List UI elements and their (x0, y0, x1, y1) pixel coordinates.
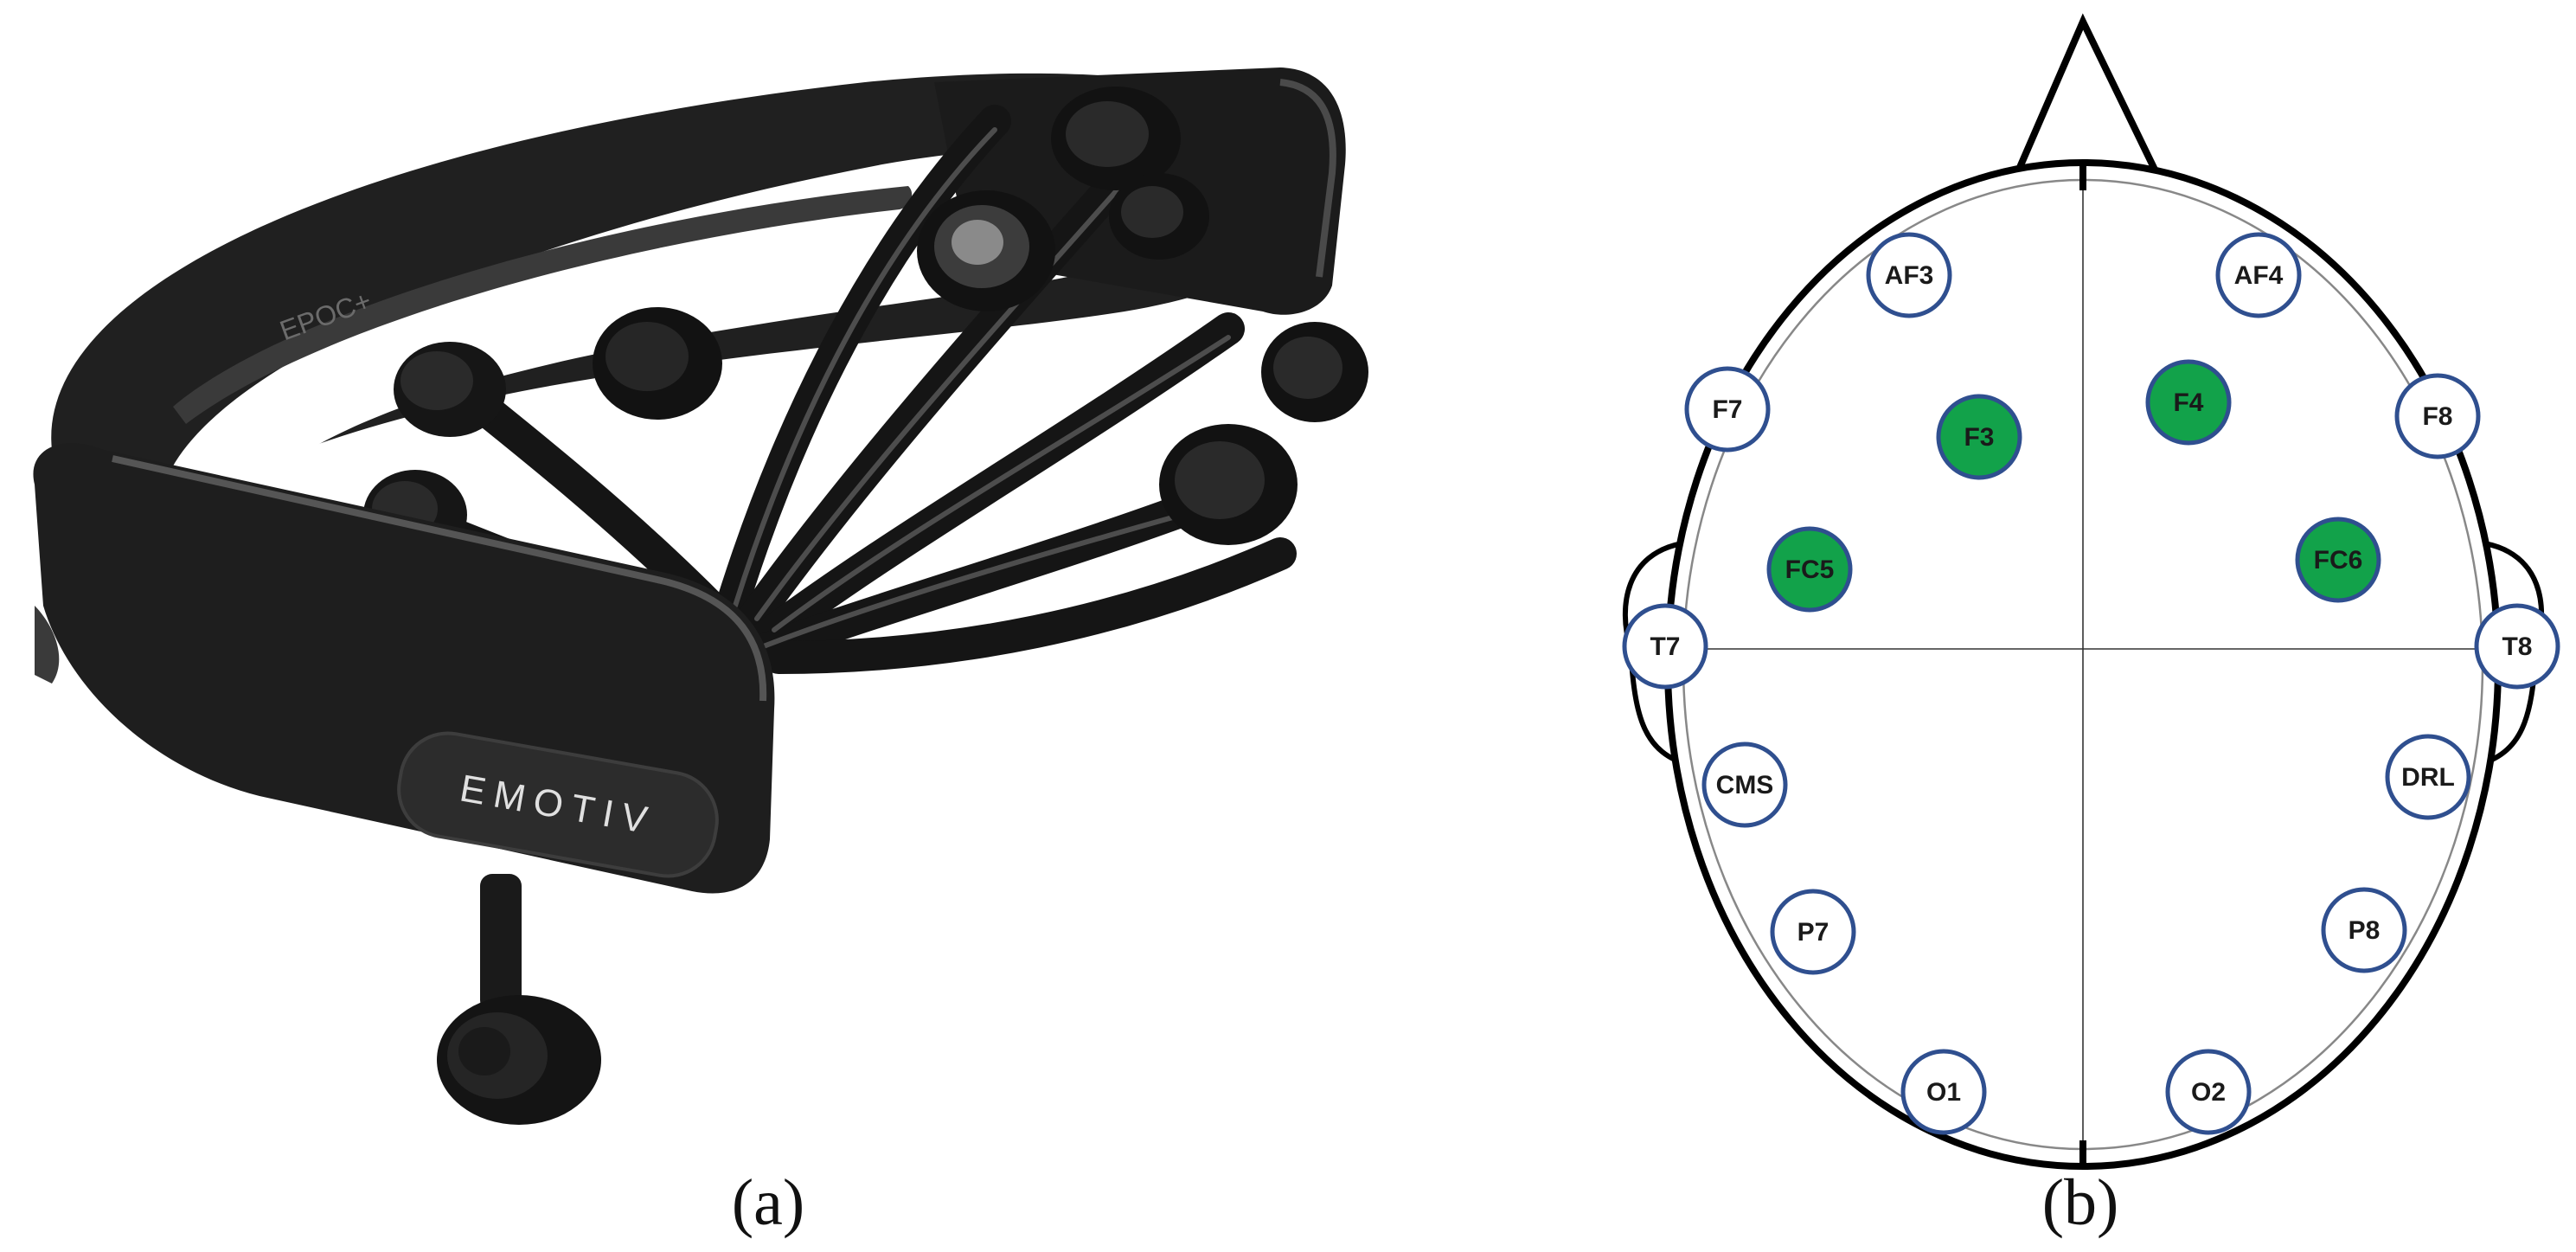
electrode-marker (1766, 526, 1853, 613)
nose (2015, 13, 2159, 173)
electrode-fc6: FC6 (2295, 517, 2381, 603)
electrode-label: O1 (1926, 1078, 1961, 1107)
electrode-pod (917, 190, 1055, 311)
electrode-pod (1109, 173, 1209, 260)
electrode-label: T7 (1650, 632, 1680, 661)
electrode-marker (2295, 517, 2381, 603)
electrode-pod (1261, 322, 1368, 422)
electrode-marker (2385, 734, 2471, 820)
electrode-t7: T7 (1622, 603, 1708, 690)
headset-illustration: EMOTIV EPOC+ (33, 67, 1368, 1125)
headband-slot (173, 186, 913, 424)
electrode-pods (363, 87, 1368, 560)
electrode-f3: F3 (1936, 394, 2022, 480)
electrode-label: P7 (1797, 918, 1829, 947)
electrode-f8: F8 (2394, 373, 2481, 459)
electrode-arm-highlights (733, 127, 1231, 650)
panel-label-b: (b) (2042, 1166, 2119, 1239)
electrode-pod (1051, 87, 1181, 190)
back-pod-highlight (1279, 79, 1336, 278)
electrode-marker (2145, 359, 2232, 446)
electrode-label: F8 (2422, 402, 2452, 431)
electrode-o1: O1 (1900, 1049, 1987, 1135)
panel-label-a: (a) (732, 1166, 804, 1239)
electrode-marker (1936, 394, 2022, 480)
reference-pod (437, 995, 601, 1125)
electrode-marker (2165, 1049, 2252, 1135)
electrode-f4: F4 (2145, 359, 2232, 446)
electrode-label: FC6 (2314, 546, 2363, 575)
electrode-marker (1701, 742, 1788, 828)
electrode-marker (2394, 373, 2481, 459)
electrode-label: O2 (2191, 1078, 2226, 1107)
electrode-af3: AF3 (1866, 232, 1952, 318)
electrode-marker (1684, 366, 1771, 453)
electrode-af4: AF4 (2215, 232, 2302, 318)
electrode-label: FC5 (1785, 555, 1835, 584)
electrode-pod (394, 342, 506, 437)
electrode-label: T8 (2502, 632, 2532, 661)
electrode-label: DRL (2401, 763, 2455, 792)
electrode-f7: F7 (1684, 366, 1771, 453)
electrode-p7: P7 (1770, 889, 1856, 975)
electrode-drl: DRL (2385, 734, 2471, 820)
reference-arm (480, 874, 522, 1012)
electrode-marker (2474, 603, 2560, 690)
electrode-pod (593, 307, 722, 420)
logo-badge (397, 731, 719, 878)
side-housing-edge (112, 455, 767, 702)
electrode-label: F4 (2173, 388, 2203, 417)
electrode-label: AF3 (1885, 261, 1934, 290)
electrode-t8: T8 (2474, 603, 2560, 690)
electrode-fc5: FC5 (1766, 526, 1853, 613)
electrode-marker (1770, 889, 1856, 975)
electrode-o2: O2 (2165, 1049, 2252, 1135)
electrode-marker (1866, 232, 1952, 318)
electrode-marker (2215, 232, 2302, 318)
electrode-pod (1159, 424, 1298, 545)
electrode-cms: CMS (1701, 742, 1788, 828)
electrode-marker (2321, 887, 2407, 973)
electrode-label: P8 (2349, 916, 2381, 945)
electrode-label: CMS (1716, 771, 1774, 799)
electrode-label: F3 (1964, 423, 1994, 452)
electrode-label: F7 (1712, 395, 1742, 424)
electrode-label: AF4 (2234, 261, 2284, 290)
electrode-marker (1622, 603, 1708, 690)
electrode-marker (1900, 1049, 1987, 1135)
electrode-p8: P8 (2321, 887, 2407, 973)
side-housing-slot (35, 606, 60, 684)
